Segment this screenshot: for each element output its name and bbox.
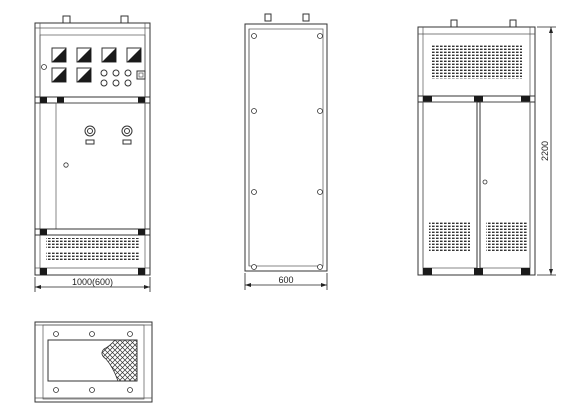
rotary-switch-icon [121,125,133,137]
door-handle-icon [63,162,69,168]
panel-screw-icon [41,64,47,70]
vent-louver [46,238,140,248]
lifting-lug-left [62,15,71,24]
lifting-lug-left [264,13,272,22]
switch-icon [136,70,146,80]
door-vent-right [486,222,527,252]
vent-louver [46,251,140,261]
base-frame [34,321,153,403]
height-label: 2200 [540,141,550,161]
height-dimension: 2200 [537,26,556,276]
lamp-icon [124,79,132,87]
lifting-lug-right [302,13,310,22]
front-width-dimension: 1000(600) [34,277,151,292]
rotary-switch-icon [84,125,96,137]
top-vent-louver [432,45,522,79]
side-width-label: 600 [278,275,293,285]
front-frame [34,22,151,276]
door-handle-icon [482,179,488,185]
indicator-lamps [100,69,146,87]
lamp-icon [112,69,120,77]
side-view: 600 [244,13,328,290]
lamp-icon [112,79,120,87]
front-view: 1000(600) [34,15,151,292]
lifting-lug-right [120,15,129,24]
meter-row-2 [51,67,92,83]
lamp-icon [100,79,108,87]
rotary-switches [84,125,133,145]
front-door [55,102,146,230]
hatched-section [101,339,138,382]
meter-row-1 [51,47,142,63]
door-vent-left [429,222,470,252]
base-plan-view [34,321,153,403]
side-panel [244,23,328,272]
rear-view: 2200 [417,19,556,276]
side-width-dimension: 600 [244,273,328,290]
instrument-panel [39,34,146,98]
lamp-icon [100,69,108,77]
lifting-lug-left [450,19,458,28]
front-width-label: 1000(600) [72,277,113,287]
lifting-lug-right [509,19,517,28]
lamp-icon [124,69,132,77]
